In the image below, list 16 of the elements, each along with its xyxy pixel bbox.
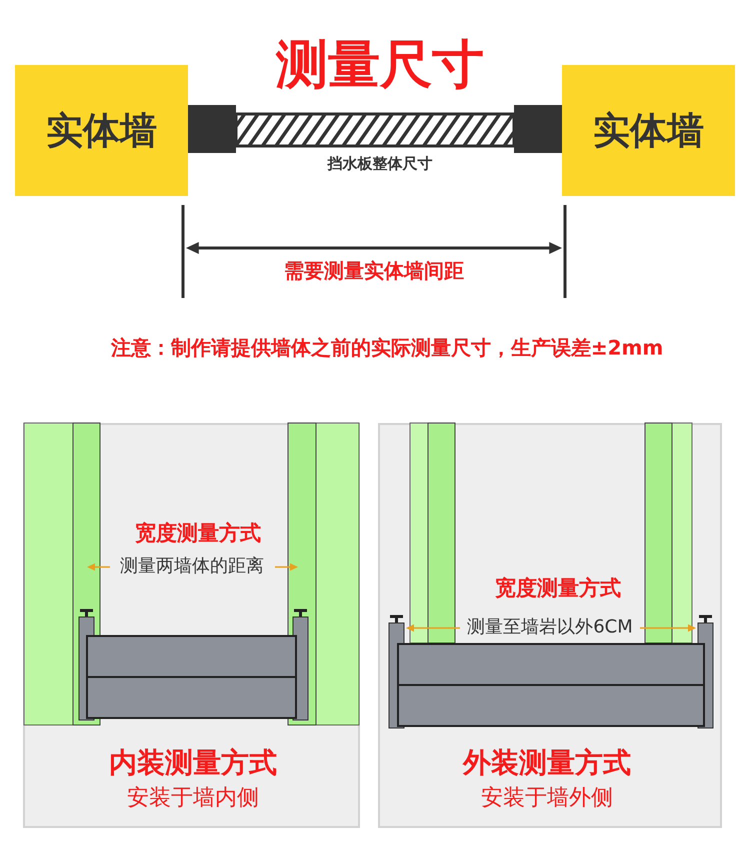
wall-box: 实体墙: [562, 65, 735, 196]
measure-note: 测量至墙岩以外6CM: [467, 618, 633, 638]
page-title: 测量尺寸: [276, 36, 484, 96]
method-heading: 宽度测量方式: [135, 520, 261, 546]
panel-subtitle: 安装于墙外侧: [481, 785, 613, 811]
note-text: 注意：制作请提供墙体之前的实际测量尺寸，生产误差±2mm: [110, 336, 664, 360]
panel-title: 外装测量方式: [463, 746, 631, 780]
method-heading: 宽度测量方式: [495, 576, 621, 600]
installation-panel: [23, 423, 360, 828]
wall-box: 实体墙: [15, 65, 188, 196]
dimension-label: 需要测量实体墙间距: [282, 260, 466, 282]
measure-note: 测量两墙体的距离: [120, 556, 264, 578]
panel-title: 内装测量方式: [109, 746, 277, 780]
installation-panel: [378, 423, 722, 828]
panel-subtitle: 安装于墙内侧: [127, 785, 259, 811]
board-label: 挡水板整体尺寸: [328, 155, 432, 173]
